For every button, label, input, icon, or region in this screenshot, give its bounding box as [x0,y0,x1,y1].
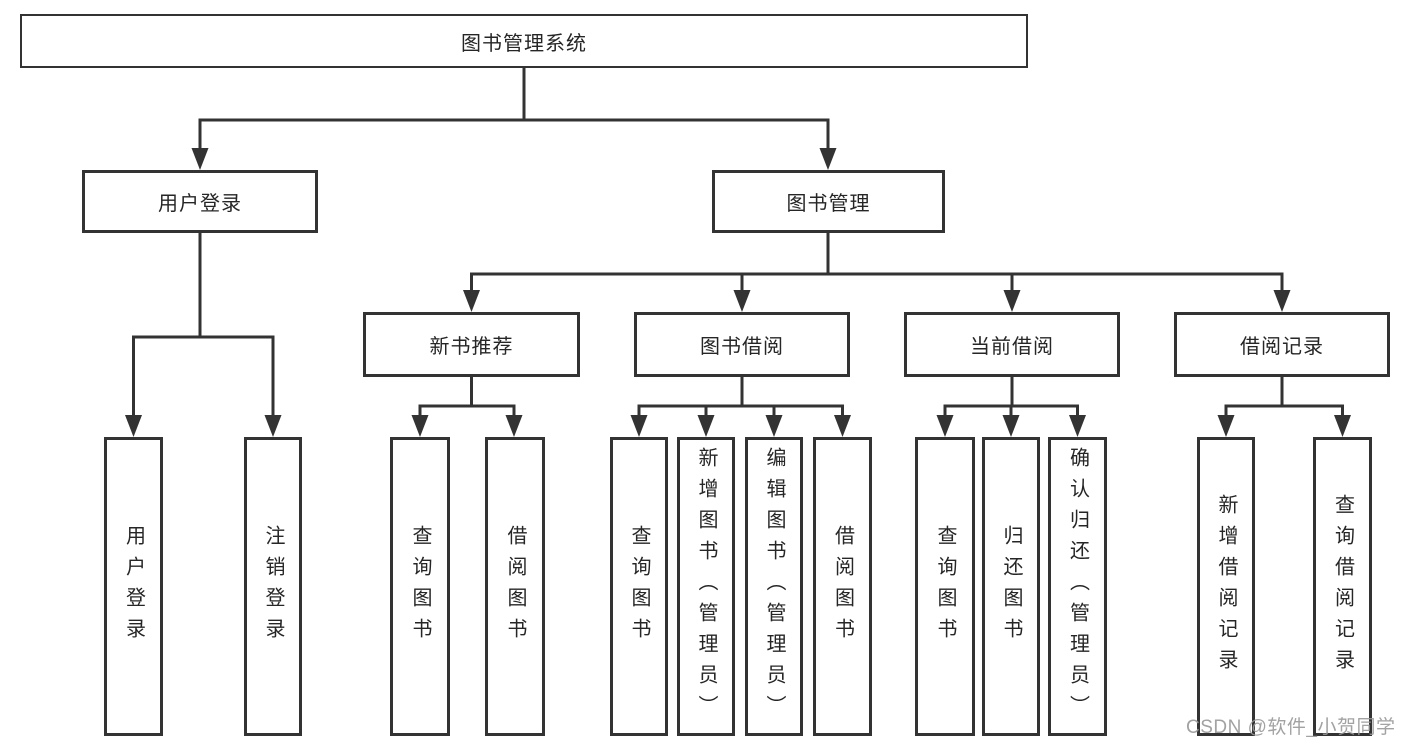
leaf-add-books-admin: 新增图书（管理员） [677,437,735,736]
leaf-logout-label: 注销登录 [262,524,284,649]
leaf-query-borrow-record-label: 查询借阅记录 [1331,493,1354,680]
leaf-query-books-current: 查询图书 [915,437,975,736]
leaf-query-books-recommend-label: 查询图书 [409,524,431,649]
leaf-query-books-borrow: 查询图书 [610,437,668,736]
leaf-query-books-borrow-label: 查询图书 [628,524,650,649]
leaf-query-books-current-label: 查询图书 [934,524,956,649]
leaf-edit-books-admin-label: 编辑图书（管理员） [763,447,785,726]
leaf-query-borrow-record: 查询借阅记录 [1313,437,1372,736]
node-book-borrow-label: 图书借阅 [700,336,784,358]
node-book-borrow: 图书借阅 [634,312,850,377]
node-new-book-recommend: 新书推荐 [363,312,580,377]
leaf-return-books-label: 归还图书 [1000,524,1022,649]
leaf-confirm-return-admin-label: 确认归还（管理员） [1066,447,1089,726]
node-library-system-label: 图书管理系统 [461,32,587,55]
leaf-edit-books-admin: 编辑图书（管理员） [745,437,803,736]
node-user-login-label: 用户登录 [158,193,242,215]
leaf-add-borrow-record: 新增借阅记录 [1197,437,1255,736]
leaf-confirm-return-admin: 确认归还（管理员） [1048,437,1107,736]
leaf-add-borrow-record-label: 新增借阅记录 [1215,493,1237,680]
leaf-borrow-books: 借阅图书 [813,437,872,736]
leaf-borrow-books-label: 借阅图书 [831,524,854,649]
leaf-borrow-books-recommend: 借阅图书 [485,437,545,736]
node-current-borrow: 当前借阅 [904,312,1120,377]
leaf-add-books-admin-label: 新增图书（管理员） [695,447,717,726]
csdn-watermark: CSDN @软件_小贺同学 [1186,717,1396,738]
node-book-management-label: 图书管理 [786,193,871,215]
node-user-login: 用户登录 [82,170,318,233]
leaf-borrow-books-recommend-label: 借阅图书 [504,524,526,649]
node-borrow-records-label: 借阅记录 [1240,336,1324,358]
leaf-user-login-label: 用户登录 [122,524,145,649]
node-borrow-records: 借阅记录 [1174,312,1390,377]
leaf-logout: 注销登录 [244,437,302,736]
leaf-user-login: 用户登录 [104,437,163,736]
node-current-borrow-label: 当前借阅 [970,336,1054,358]
leaf-return-books: 归还图书 [982,437,1040,736]
node-book-management: 图书管理 [712,170,945,233]
node-library-system: 图书管理系统 [20,14,1028,68]
node-new-book-recommend-label: 新书推荐 [429,336,514,358]
leaf-query-books-recommend: 查询图书 [390,437,450,736]
